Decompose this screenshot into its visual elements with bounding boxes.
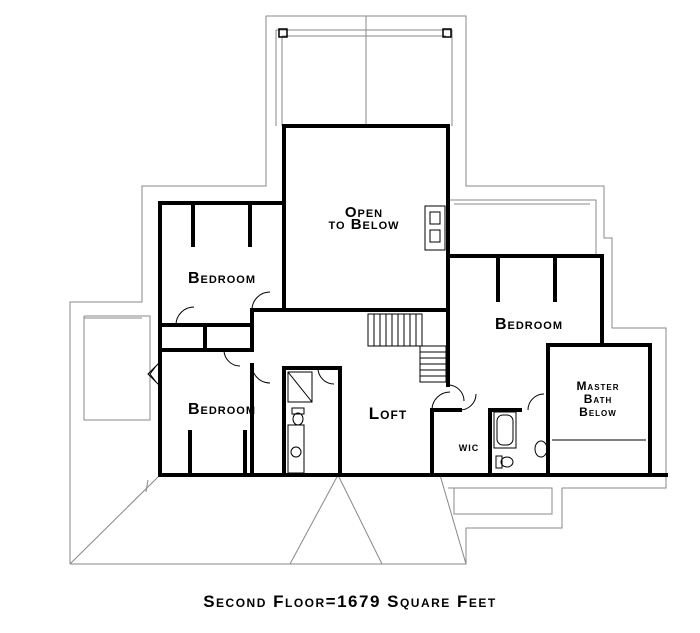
master-bath-label-line1: Master	[576, 379, 619, 393]
plan-caption: Second Floor=1679 Square Feet	[203, 592, 497, 611]
roof-posts	[278, 28, 452, 38]
master-bath-label-line2: Bath	[584, 392, 613, 406]
wic-label: wic	[459, 439, 480, 454]
bedroom-lower-left-label: Bedroom	[188, 401, 256, 418]
walls	[158, 124, 668, 477]
bedroom-upper-left-label: Bedroom	[188, 270, 256, 287]
master-bath-label-line3: Below	[579, 405, 617, 419]
bedroom-right-label: Bedroom	[495, 316, 563, 333]
plan-details	[147, 125, 651, 476]
stairs	[367, 313, 447, 383]
open-to-below-label-line2: to Below	[328, 216, 399, 233]
loft-label: Loft	[369, 404, 407, 423]
open-to-below-label-line1: Open	[345, 204, 383, 221]
